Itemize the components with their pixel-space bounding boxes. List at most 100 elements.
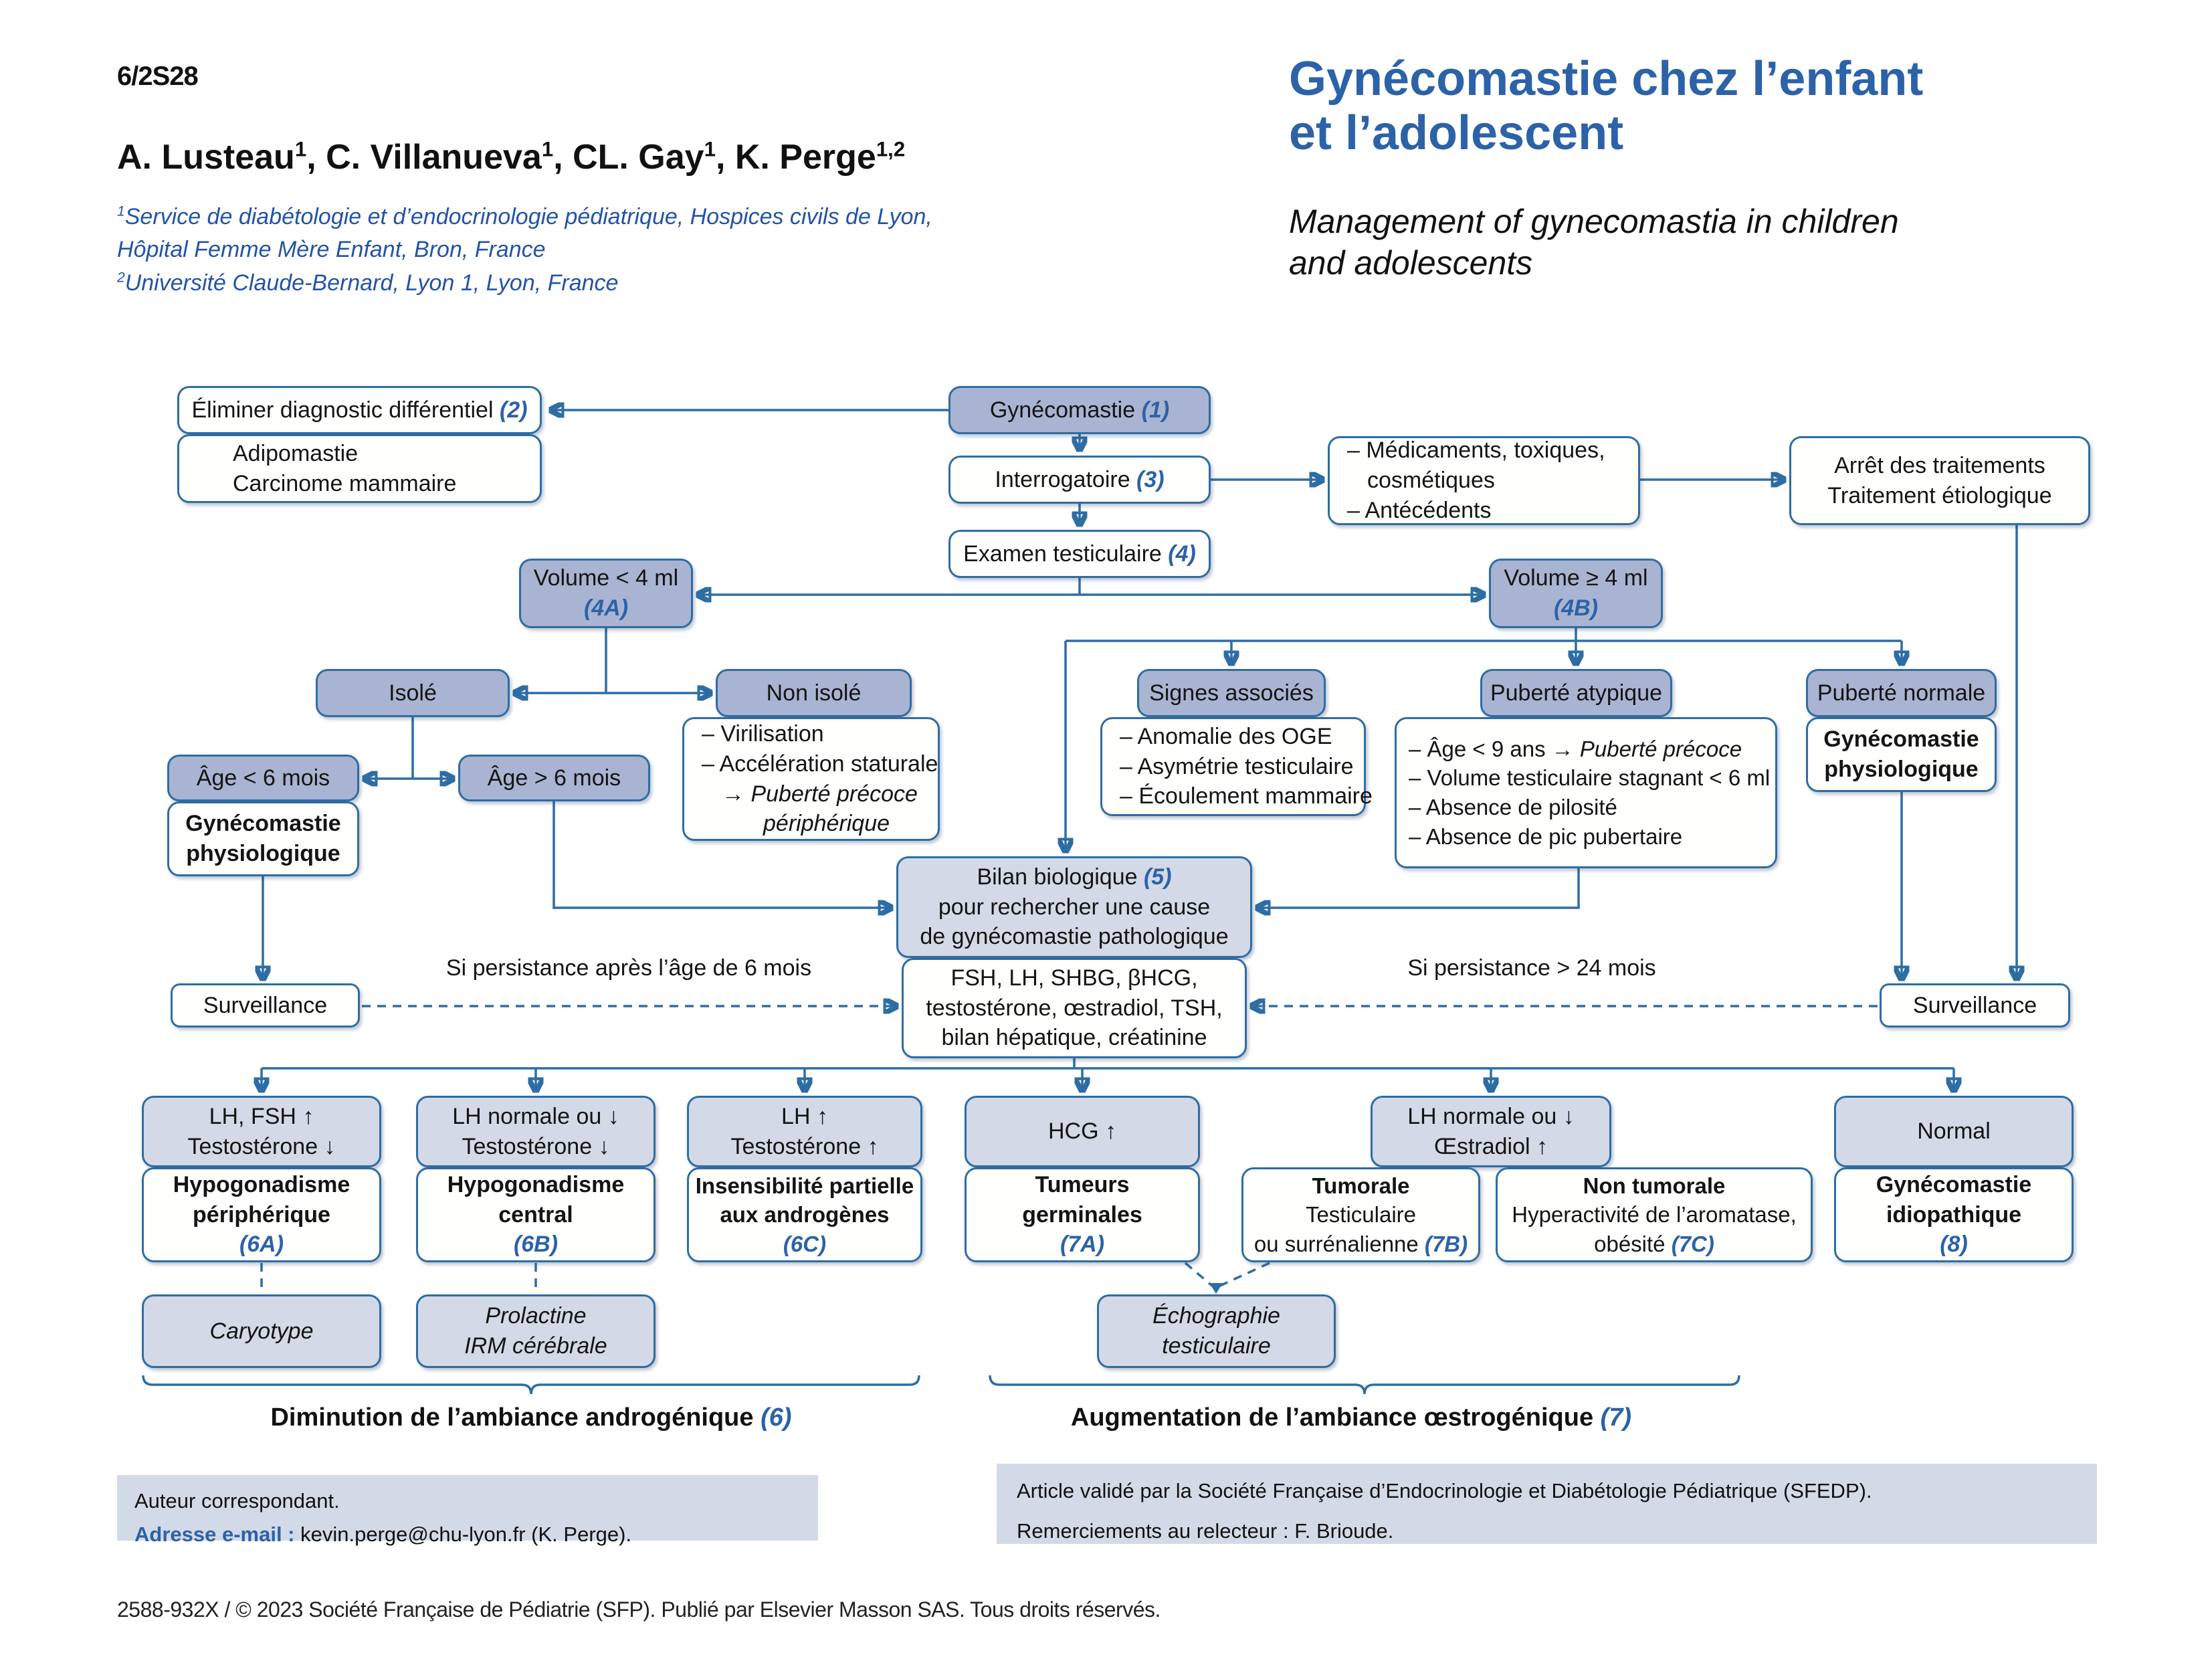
node-dx-idiopathique: Gynécomastie idiopathique (8) [1834, 1167, 2074, 1262]
node-medicaments: – Médicaments, toxiques, cosmétiques – A… [1328, 436, 1640, 525]
node-line: Testiculaire [1305, 1202, 1417, 1228]
node-res-lh-fsh: LH, FSH ↑ Testostérone ↓ [142, 1096, 381, 1167]
arrowhead [1209, 1283, 1223, 1294]
node-text-italic: Puberté précoce [1579, 736, 1742, 761]
node-line: Examen testiculaire (4) [963, 539, 1196, 569]
node-volume-sup-4ml: Volume ≥ 4 ml (4B) [1489, 559, 1663, 628]
node-exam-caryotype: Caryotype [142, 1294, 381, 1368]
node-dx-insensibilite-androgenes: Insensibilité partielle aux androgènes (… [687, 1167, 922, 1262]
node-line: Non tumorale [1583, 1173, 1726, 1198]
node-non-isole: Non isolé [716, 669, 912, 717]
node-line: – Absence de pic pubertaire [1409, 823, 1683, 849]
remerciements-text: Remerciements au relecteur : F. Brioude. [1017, 1519, 1394, 1543]
node-marker: (5) [1143, 864, 1172, 890]
affiliation-3-text: Université Claude-Bernard, Lyon 1, Lyon,… [124, 270, 619, 296]
node-line: Gynécomastie [1876, 1171, 2032, 1197]
node-line: Non isolé [766, 680, 862, 706]
node-line: – Âge < 9 ans → Puberté précoce [1409, 735, 1742, 764]
affiliation-2-text: Hôpital Femme Mère Enfant, Bron, France [117, 237, 546, 263]
node-text: Bilan biologique [977, 864, 1144, 890]
node-virilisation-liste: – Virilisation – Accélération staturale … [682, 717, 940, 841]
node-marker: (7B) [1424, 1231, 1468, 1256]
node-line: Testostérone ↑ [730, 1133, 879, 1159]
node-text: Éliminer diagnostic différentiel [191, 397, 500, 423]
page-title-en: Management of gynecomastia in children a… [1289, 201, 1899, 284]
node-line: Volume ≥ 4 ml [1504, 565, 1648, 591]
node-dx-hypogonadisme-central: Hypogonadisme central (6B) [416, 1167, 656, 1262]
node-line: bilan hépatique, créatinine [941, 1025, 1207, 1051]
node-line: – Écoulement mammaire [1120, 783, 1373, 809]
connector [1258, 868, 1580, 908]
email-value: kevin.perge@chu-lyon.fr (K. Perge). [300, 1522, 632, 1546]
node-line: Gynécomastie [1823, 726, 1979, 753]
node-line: testiculaire [1162, 1333, 1271, 1359]
node-line: périphérique [193, 1201, 330, 1228]
label-text: Diminution de l’ambiance androgénique [270, 1403, 761, 1432]
node-text: Examen testiculaire [963, 541, 1169, 567]
node-line: Hypogonadisme [173, 1171, 350, 1197]
node-line: obésité (7C) [1594, 1230, 1714, 1259]
node-line: périphérique [763, 811, 890, 837]
connector-dashed [1184, 1262, 1213, 1287]
node-line: Hyperactivité de l’aromatase, [1512, 1202, 1797, 1228]
node-line: Carcinome mammaire [233, 470, 457, 496]
correspondent-box: Auteur correspondant. Adresse e-mail : k… [117, 1475, 818, 1546]
node-gynecomastie: Gynécomastie (1) [948, 386, 1211, 434]
node-line: Puberté normale [1817, 680, 1986, 706]
correspondent-title: Auteur correspondant. [134, 1489, 340, 1512]
label-persistance-6-mois: Si persistance après l’âge de 6 mois [445, 955, 812, 981]
node-line: – Accélération staturale [702, 751, 938, 777]
node-marker: (6C) [783, 1231, 827, 1256]
node-res-hcg: HCG ↑ [965, 1096, 1200, 1167]
node-line: Âge < 6 mois [196, 765, 330, 791]
node-line: – Volume testiculaire stagnant < 6 ml [1409, 765, 1771, 791]
email-label: Adresse e-mail : [134, 1522, 301, 1546]
node-marker: (2) [499, 397, 528, 423]
node-line: – Virilisation [702, 720, 824, 747]
node-line: Volume < 4 ml [533, 565, 679, 591]
author-4-sup: 1,2 [876, 137, 906, 161]
label-marker: (7) [1600, 1403, 1632, 1432]
affiliations: 1Service de diabétologie et d’endocrinol… [117, 201, 953, 300]
node-line: Surveillance [1912, 992, 2037, 1018]
node-line: testostérone, œstradiol, TSH, [926, 995, 1223, 1021]
node-line: IRM cérébrale [464, 1333, 607, 1359]
author-3: , CL. Gay [553, 138, 704, 177]
node-res-lh-oestradiol: LH normale ou ↓ Œstradiol ↑ [1371, 1096, 1611, 1167]
authors-line: A. Lusteau1, C. Villanueva1, CL. Gay1, K… [117, 137, 905, 177]
node-line: aux androgènes [720, 1202, 890, 1228]
node-marker: (1) [1141, 397, 1170, 423]
node-line: Âge > 6 mois [487, 765, 621, 791]
node-dx-tumeurs-germinales: Tumeurs germinales (7A) [965, 1167, 1200, 1262]
node-marker: (7C) [1671, 1231, 1714, 1256]
label-ambiance-oestrogenique: Augmentation de l’ambiance œstrogénique … [1017, 1403, 1686, 1432]
node-line: Normal [1917, 1118, 1991, 1145]
node-text: – Âge < 9 ans → [1409, 736, 1580, 761]
node-line: – Anomalie des OGE [1120, 723, 1332, 749]
node-line: Caryotype [209, 1318, 314, 1344]
node-marker: (3) [1136, 466, 1165, 492]
correspondent-email-line: Adresse e-mail : kevin.perge@chu-lyon.fr… [134, 1518, 818, 1551]
node-marker: (8) [1940, 1232, 1968, 1258]
node-surveillance-gauche: Surveillance [171, 983, 360, 1028]
node-puberte-atypique-liste: – Âge < 9 ans → Puberté précoce – Volume… [1395, 717, 1777, 868]
node-line: Signes associés [1149, 680, 1314, 706]
validation-box: Article validé par la Société Française … [997, 1464, 2097, 1544]
node-line: Traitement étiologique [1827, 482, 2052, 508]
node-marker: (6B) [513, 1232, 559, 1258]
node-marker: (4A) [583, 595, 629, 621]
page-title-fr-line1: Gynécomastie chez l’enfant [1289, 52, 1924, 106]
node-line: – Médicaments, toxiques, [1347, 437, 1605, 464]
node-line: cosmétiques [1367, 468, 1495, 494]
node-volume-inf-4ml: Volume < 4 ml (4A) [519, 559, 693, 628]
node-eliminer-diagnostic: Éliminer diagnostic différentiel (2) [177, 386, 542, 434]
affiliation-3: 2Université Claude-Bernard, Lyon 1, Lyon… [117, 267, 953, 300]
node-marker: (4B) [1553, 595, 1599, 621]
author-2: , C. Villanueva [306, 138, 542, 177]
node-line: Testostérone ↓ [187, 1133, 336, 1159]
node-dx-hypogonadisme-peripherique: Hypogonadisme périphérique (6A) [142, 1167, 381, 1262]
node-line: – Asymétrie testiculaire [1120, 753, 1354, 779]
node-exam-echographie: Échographie testiculaire [1097, 1294, 1336, 1368]
node-text: ou surrénalienne [1253, 1231, 1425, 1256]
